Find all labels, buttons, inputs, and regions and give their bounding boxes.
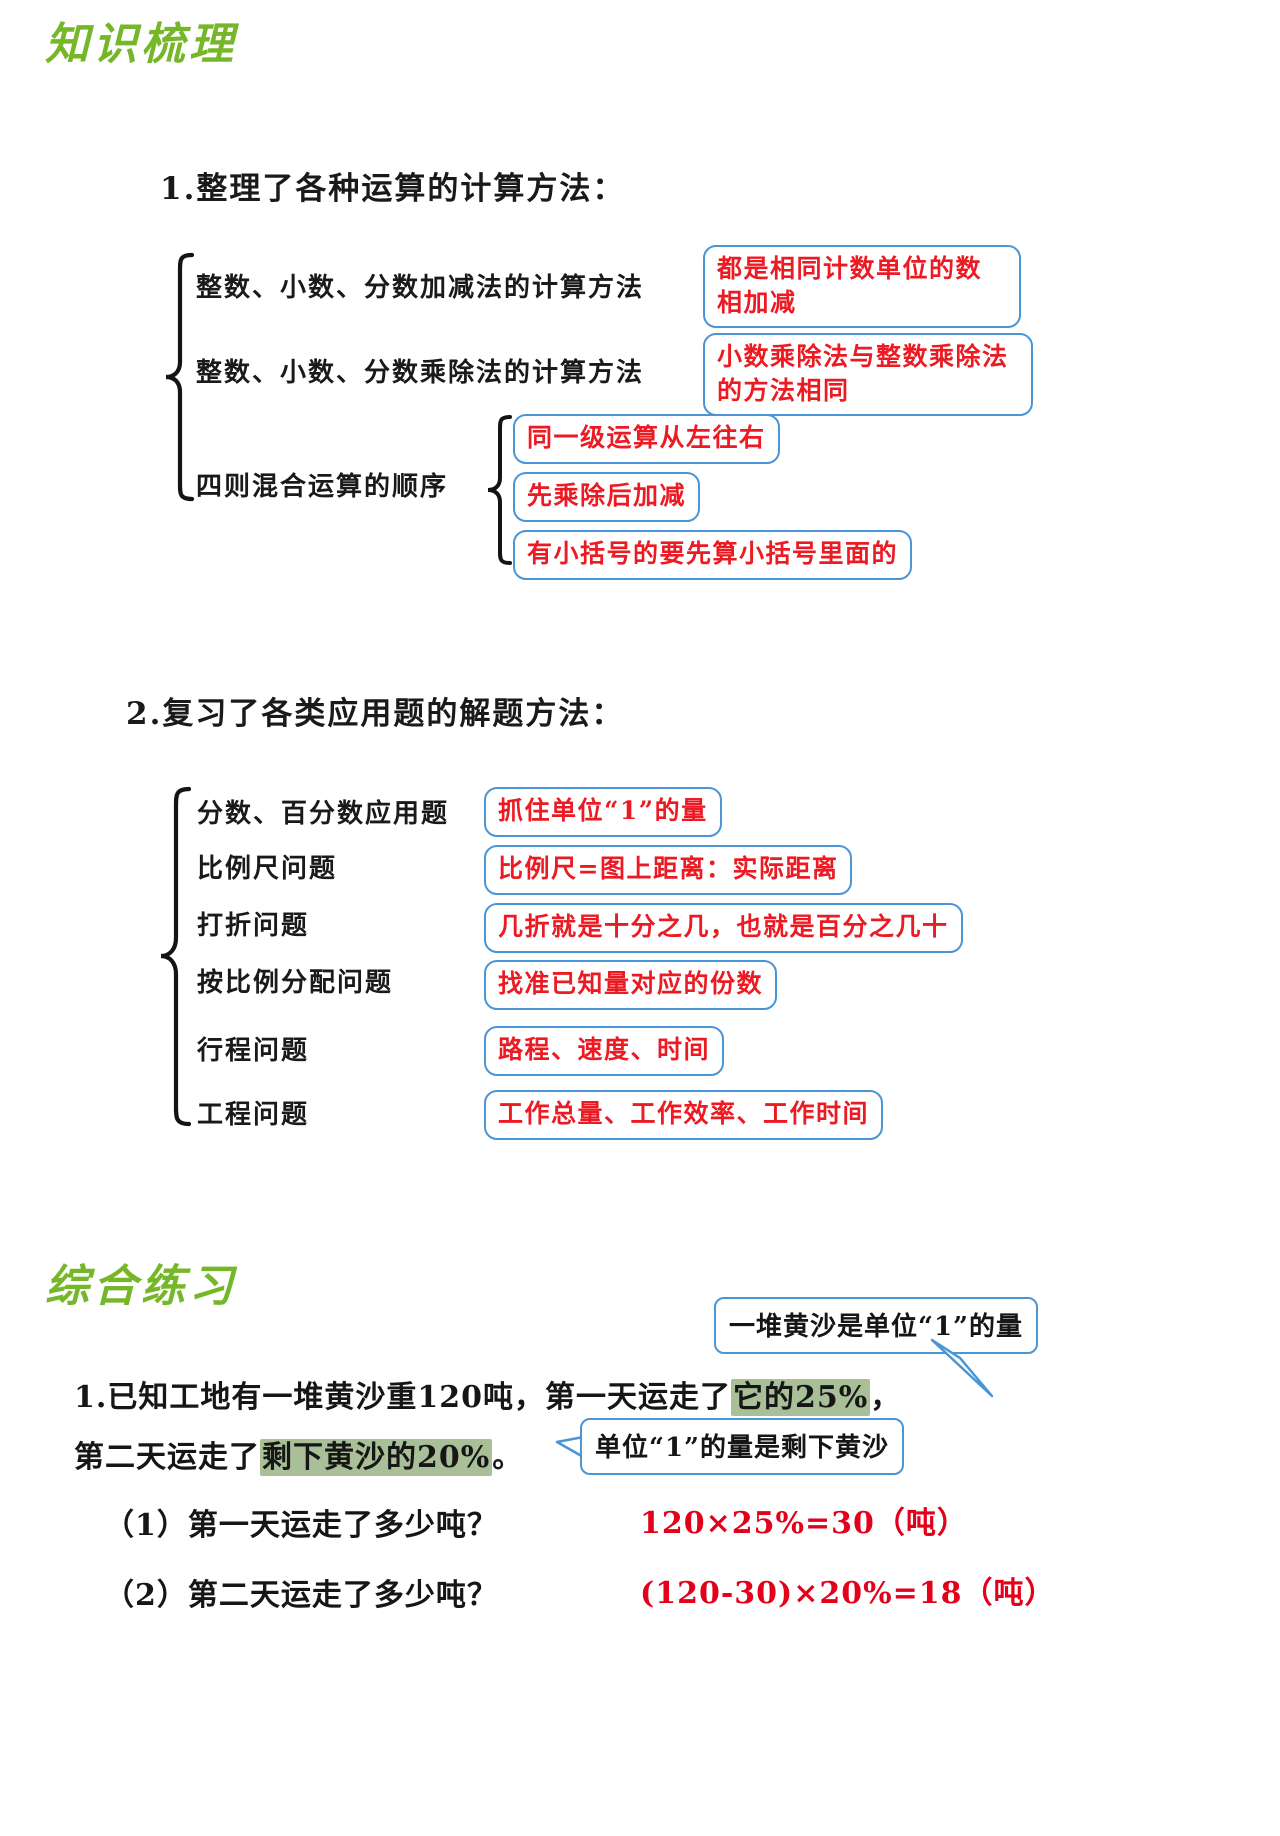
section2-row-1-note: 抓住单位“1”的量	[484, 787, 722, 837]
callout-bottom: 单位“1”的量是剩下黄沙	[580, 1418, 905, 1475]
section1-item-2-note: 小数乘除法与整数乘除法的方法相同	[703, 333, 1033, 416]
section-heading-knowledge: 知识梳理	[45, 19, 237, 70]
exercise-line-2: 第二天运走了剩下黄沙的20%。	[74, 1432, 523, 1476]
exercise-question-1: （1）第一天运走了多少吨？	[104, 1508, 498, 1543]
exercise-number: 1.	[74, 1380, 108, 1415]
section2-row-6-note: 工作总量、工作效率、工作时间	[484, 1090, 884, 1140]
section2-row-3-label: 打折问题	[197, 911, 310, 941]
callout-top-tail	[930, 1338, 994, 1398]
section2-row-2-label: 比例尺问题	[197, 854, 338, 884]
section2-brace	[160, 786, 192, 1127]
section2-title: 2.复习了各类应用题的解题方法：	[126, 696, 625, 732]
section1-outer-brace	[165, 252, 195, 502]
section2-row-1-label: 分数、百分数应用题	[197, 799, 450, 829]
section1-title: 1.整理了各种运算的计算方法：	[160, 171, 626, 207]
exercise-answer-2: (120-30)×20%=18（吨）	[640, 1576, 1056, 1611]
exercise-line-1: 1.已知工地有一堆黄沙重120吨，第一天运走了它的25%，	[74, 1372, 901, 1416]
section1-rule-2: 先乘除后加减	[513, 472, 701, 522]
callout-top: 一堆黄沙是单位“1”的量	[714, 1297, 1039, 1354]
section-heading-practice: 综合练习	[45, 1261, 237, 1312]
section2-row-2-note: 比例尺=图上距离：实际距离	[484, 845, 853, 895]
exercise-question-2: （2）第二天运走了多少吨？	[104, 1578, 498, 1613]
section1-rule-1: 同一级运算从左往右	[513, 414, 780, 464]
section1-item-2-label: 整数、小数、分数乘除法的计算方法	[196, 358, 645, 388]
section1-inner-brace	[487, 415, 512, 565]
exercise-line1-highlight: 它的25%	[730, 1379, 871, 1416]
section2-row-5-label: 行程问题	[197, 1036, 310, 1066]
exercise-line2-highlight: 剩下黄沙的20%	[260, 1439, 493, 1476]
exercise-line1-a: 已知工地有一堆黄沙重120吨，第一天运走了	[107, 1380, 731, 1415]
section2-row-4-note: 找准已知量对应的份数	[484, 960, 778, 1010]
exercise-line1-b: ，	[870, 1380, 902, 1415]
section2-row-3-note: 几折就是十分之几，也就是百分之几十	[484, 903, 963, 953]
exercise-line2-a: 第二天运走了	[74, 1440, 260, 1475]
section2-row-4-label: 按比例分配问题	[197, 968, 394, 998]
exercise-line2-b: 。	[492, 1440, 524, 1475]
section2-row-5-note: 路程、速度、时间	[484, 1026, 725, 1076]
section1-item-1-label: 整数、小数、分数加减法的计算方法	[196, 273, 645, 303]
section2-row-6-label: 工程问题	[197, 1100, 310, 1130]
section1-item-1-note: 都是相同计数单位的数相加减	[703, 245, 1021, 328]
exercise-answer-1: 120×25%=30（吨）	[640, 1506, 968, 1541]
section1-rule-3: 有小括号的要先算小括号里面的	[513, 530, 913, 580]
section1-item-3-label: 四则混合运算的顺序	[196, 472, 449, 502]
